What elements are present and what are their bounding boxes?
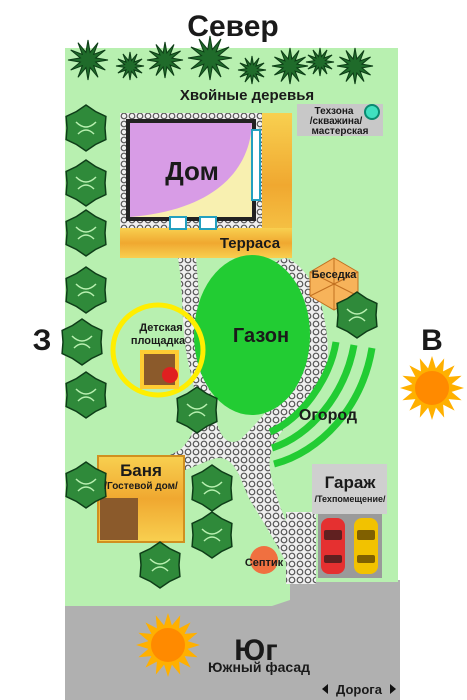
tree-icon: [191, 464, 233, 512]
conifer-icon: [271, 47, 309, 85]
lawn-label: Газон: [233, 325, 289, 347]
playground-ring: [110, 302, 206, 398]
guesthouse-label: /Гостевой дом/: [104, 481, 178, 492]
tree-icon: [61, 318, 103, 366]
tech-zone-label-2: /скважина/: [310, 116, 363, 127]
road-arrow-right-icon: [390, 684, 396, 694]
house-door-right: [199, 216, 217, 230]
conifer-icon: [187, 35, 233, 81]
tree-icon: [65, 209, 107, 257]
tree-icon: [65, 461, 107, 509]
car-red-icon: [321, 518, 345, 574]
septic: [250, 546, 278, 574]
conifer-icon: [115, 51, 145, 81]
sun-south-icon: [136, 613, 200, 677]
tree-icon: [139, 541, 181, 589]
conifer-icon: [305, 47, 335, 77]
tree-icon: [191, 511, 233, 559]
tree-group: [61, 104, 378, 589]
tree-icon: [65, 159, 107, 207]
compass-north-label: Север: [187, 10, 278, 43]
flower-icon: [162, 367, 178, 383]
banya-label: Баня: [120, 461, 162, 480]
garage: [312, 464, 387, 514]
conifer-icon: [146, 41, 184, 79]
conifer-icon: [336, 47, 374, 85]
garden-path: [140, 258, 328, 570]
garage-label: Гараж: [325, 473, 377, 492]
conifers-label: Хвойные деревья: [180, 87, 314, 104]
tree-icon: [65, 104, 107, 152]
house-window: [251, 129, 261, 201]
tree-icon: [65, 371, 107, 419]
conifer-icon: [237, 55, 267, 85]
car-yellow-icon: [354, 518, 378, 574]
house-shade: [130, 123, 252, 217]
house-door-left: [169, 216, 187, 230]
tech-zone-label-1: Техзона: [315, 106, 354, 117]
compass-east-label: В: [421, 324, 443, 357]
utility-room-label: /Техпомещение/: [315, 494, 386, 504]
south-facade-label: Южный фасад: [208, 659, 310, 675]
tech-zone-label-3: мастерская: [312, 126, 369, 137]
gazebo-label: Беседка: [312, 269, 358, 281]
house-label: Дом: [165, 156, 219, 186]
conifer-row: [67, 35, 374, 85]
banya-room: [100, 498, 138, 540]
tree-icon: [336, 291, 378, 339]
vegetable-garden-beds: [268, 341, 376, 468]
lawn: [194, 255, 310, 415]
playground-label-2: площадка: [131, 335, 186, 347]
septic-label: Септик: [245, 557, 284, 569]
road-label: Дорога: [336, 682, 383, 697]
compass-south-label: Юг: [234, 634, 277, 667]
playground-label-1: Детская: [139, 322, 182, 334]
tree-icon: [176, 386, 218, 434]
tree-icon: [65, 266, 107, 314]
terrace-label: Терраса: [220, 235, 281, 252]
compass-west-label: З: [33, 324, 52, 357]
conifer-icon: [67, 39, 109, 81]
well-icon: [364, 104, 380, 120]
terrace-front: [120, 228, 292, 258]
garden-label: Огород: [299, 407, 357, 424]
sun-east-icon: [400, 356, 464, 420]
road-arrow-left-icon: [322, 684, 328, 694]
